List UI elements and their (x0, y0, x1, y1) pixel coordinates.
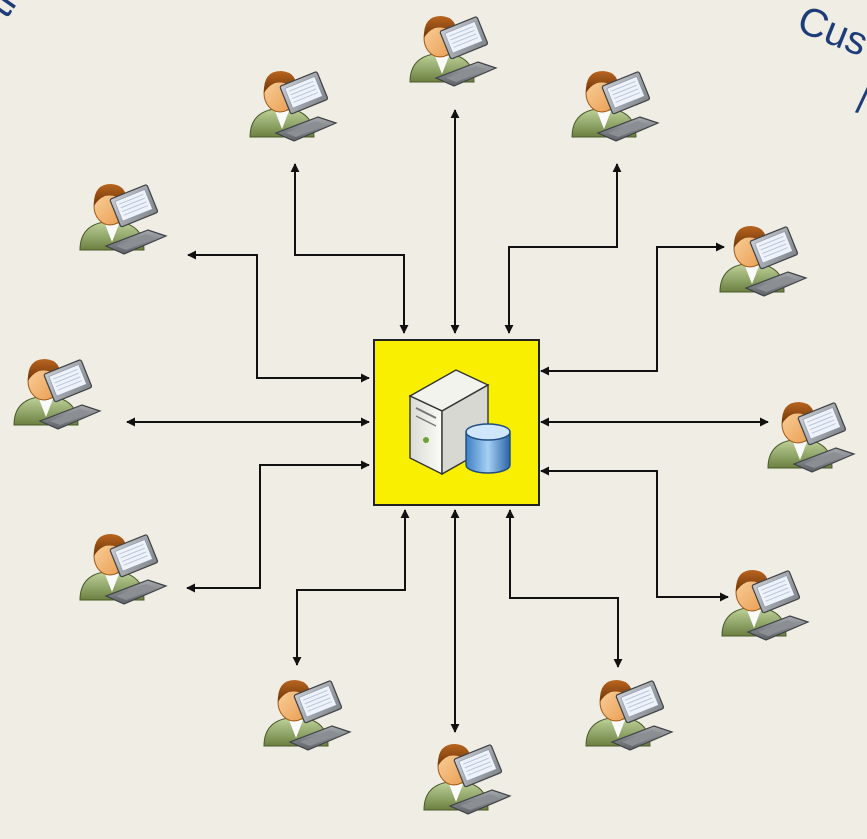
connection-line (295, 164, 404, 333)
user-with-laptop-icon (720, 226, 806, 296)
arc-text-right: Cus (792, 0, 867, 65)
connection-line (509, 164, 617, 333)
user-with-laptop-icon (80, 534, 166, 604)
user-with-laptop-icon (586, 680, 672, 750)
user-with-laptop-icon (410, 16, 496, 86)
arc-text-left: ti (0, 0, 25, 25)
connection-line (297, 510, 405, 665)
user-with-laptop-icon (80, 184, 166, 254)
arc-text-far-right: / (853, 78, 867, 123)
user-with-laptop-icon (250, 71, 336, 141)
connection-line (188, 255, 369, 378)
user-with-laptop-icon (572, 71, 658, 141)
user-with-laptop-icon (264, 680, 350, 750)
connection-line (541, 471, 728, 597)
connection-line (187, 465, 369, 588)
user-with-laptop-icon (768, 402, 854, 472)
server-hub (374, 340, 539, 505)
connection-line (541, 247, 724, 371)
user-with-laptop-icon (722, 570, 808, 640)
connection-line (510, 510, 618, 667)
user-with-laptop-icon (14, 359, 100, 429)
user-with-laptop-icon (424, 744, 510, 814)
